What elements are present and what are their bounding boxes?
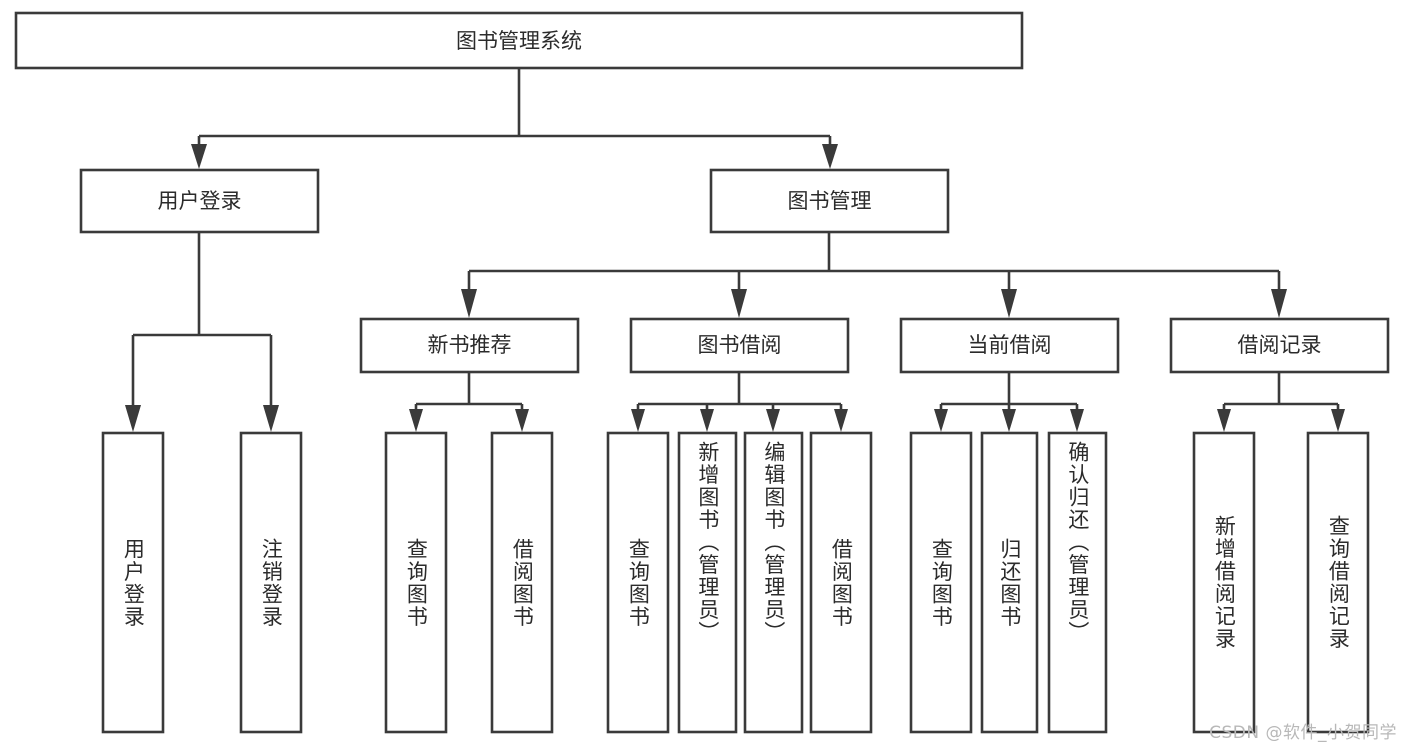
node-borrow-book-label: 图书借阅 [698,333,782,357]
arrow-head-userlogin-0 [125,405,141,432]
leaf-box-record-add[interactable] [1192,431,1256,734]
node-borrow-record-box[interactable] [1169,317,1390,374]
leaf-box-borrow-add[interactable] [677,431,738,734]
leaf-box-borrow-lend[interactable] [809,431,873,734]
node-current-borrow-label: 当前借阅 [968,333,1052,357]
node-borrow-record-label: 借阅记录 [1238,333,1322,357]
leaf-box-borrow-query[interactable] [606,431,670,734]
node-book-management-label: 图书管理 [788,189,872,213]
arrow-head-currentborrow-2 [1070,409,1084,432]
leaf-box-user-login[interactable] [101,431,165,734]
leaf-box-current-return[interactable] [980,431,1039,734]
arrow-head-borrowbook-2 [766,409,780,432]
watermark-text: CSDN @软件_小贺同学 [1209,723,1397,743]
arrow-head-currentborrow-1 [1002,409,1016,432]
arrow-head-newbook-0 [409,409,423,432]
leaf-box-newbook-borrow[interactable] [490,431,554,734]
arrow-head-currentborrow-0 [934,409,948,432]
node-user-login-label: 用户登录 [158,189,242,213]
arrow-head-borrowbook-3 [834,409,848,432]
arrow-head-bookmgmt-0 [461,289,477,318]
leaf-box-current-confirm[interactable] [1047,431,1108,734]
arrow-head-newbook-1 [515,409,529,432]
node-current-borrow-box[interactable] [899,317,1120,374]
leaf-box-record-query[interactable] [1306,431,1370,734]
node-root-label: 图书管理系统 [456,29,582,53]
leaf-box-borrow-edit[interactable] [743,431,804,734]
node-borrow-book-box[interactable] [629,317,850,374]
arrow-head-borrowrecord-0 [1217,409,1231,432]
arrow-head-root-1 [822,144,838,169]
arrow-head-bookmgmt-1 [731,289,747,318]
leaf-box-newbook-query[interactable] [384,431,448,734]
node-new-book-box[interactable] [359,317,580,374]
arrow-head-root-0 [191,144,207,169]
node-new-book-label: 新书推荐 [428,333,512,357]
node-book-management-box[interactable] [709,168,950,234]
arrow-head-bookmgmt-3 [1271,289,1287,318]
leaf-box-logout[interactable] [239,431,303,734]
arrow-head-userlogin-1 [263,405,279,432]
node-root-box[interactable] [14,11,1024,70]
arrow-head-borrowbook-0 [631,409,645,432]
arrow-head-bookmgmt-2 [1001,289,1017,318]
arrow-head-borrowbook-1 [700,409,714,432]
arrow-head-borrowrecord-1 [1331,409,1345,432]
leaf-box-current-query[interactable] [909,431,973,734]
